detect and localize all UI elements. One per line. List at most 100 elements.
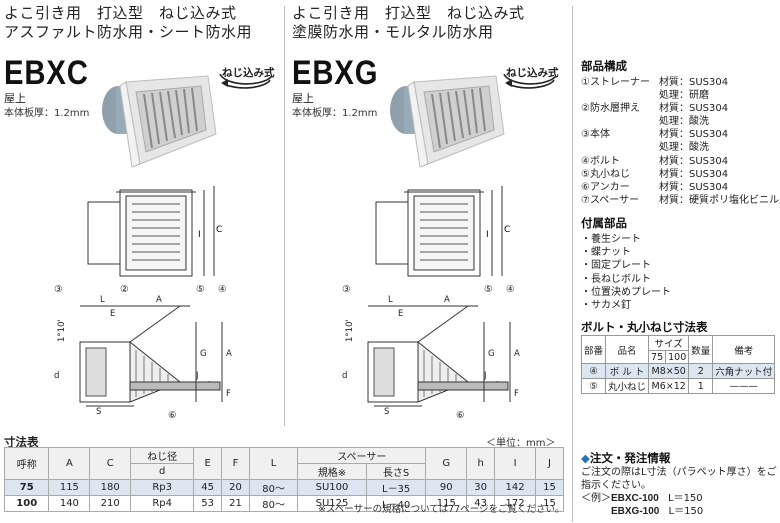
product-photo-ebxg <box>390 75 505 168</box>
dim-head-l: L <box>248 447 299 480</box>
part-name: ①ストレーナー <box>581 77 650 88</box>
list-item: 処理：研磨 <box>581 89 779 102</box>
front-view-drawing-ebxg: I C <box>375 186 510 277</box>
dim-head-d: d <box>130 463 195 480</box>
right-header-line1: よこ引き用 打込型 ねじ込み式 <box>292 4 525 22</box>
list-item: ・位置決めプレート <box>581 286 671 298</box>
bolt-cell-size: M6×12 <box>648 378 690 394</box>
section-drawing-ebxc: ③ ② ⑤ ④ ⑥ L A E G A J h F d 1°10' S <box>54 284 232 421</box>
order-example-model: EBXC-100 <box>611 493 659 504</box>
dim-cell: 115 <box>425 495 468 512</box>
dim-head-i: I <box>494 447 536 480</box>
dim-head-thread: ねじ径 <box>130 447 195 464</box>
column-divider-1 <box>284 6 285 426</box>
list-item: ・長ねじボルト <box>581 273 651 285</box>
dim-label-c: C <box>216 225 222 235</box>
list-item: ②防水層押え 材質：SUS304 <box>581 102 779 115</box>
dim-s: S <box>96 407 101 417</box>
table-row: ④ ボ ル ト M8×50 2 六角ナット付 <box>580 363 776 379</box>
list-item: ・養生シート <box>581 234 641 245</box>
bolt-cell-size: M8×50 <box>648 363 690 379</box>
dim-g: G <box>200 349 207 359</box>
part-name: ⑦スペーサー <box>581 194 640 206</box>
dim-cell: 20 <box>221 479 250 496</box>
list-item: ④ボルト材質：SUS304 <box>581 155 779 168</box>
dim-cell: 30 <box>466 479 496 496</box>
dim-l: L <box>388 295 393 305</box>
list-item: ⑤丸小ねじ材質：SUS304 <box>581 168 779 181</box>
bolt-cell-note: ——— <box>712 378 776 394</box>
screw-type-tag-left: ねじ込み式 <box>216 62 276 92</box>
list-item: ⑦スペーサー 材質：硬質ポリ塩化ビニル <box>581 194 779 207</box>
location-ebxc: 屋上 <box>4 92 26 105</box>
screw-type-label-right: ねじ込み式 <box>506 67 559 79</box>
part-spec: 材質：SUS304 <box>659 103 729 115</box>
dim-head-len-s: 長さS <box>365 463 427 480</box>
bolt-head-qty: 数量 <box>688 335 714 364</box>
dim-cell: 172 <box>494 495 536 512</box>
part-name: ③本体 <box>581 129 610 141</box>
part-spec: 処理：酸洗 <box>659 116 709 128</box>
bolt-cell-qty: 1 <box>688 378 714 394</box>
dim-d: d <box>54 371 59 381</box>
part-spec: 処理：酸洗 <box>659 142 709 154</box>
dim-cell: 210 <box>89 495 132 512</box>
part-spec: 材質：SUS304 <box>659 155 729 167</box>
dim-cell: Rp3 <box>130 479 195 496</box>
callout-4: ④ <box>218 284 227 295</box>
bolt-cell-name: ボ ル ト <box>605 363 650 379</box>
order-example-2: EBXG-100 L＝150 <box>581 505 777 518</box>
dim-head-spacer: スペーサー <box>297 447 427 464</box>
part-spec: 材質：SUS304 <box>659 129 729 141</box>
bolt-head-100: 100 <box>665 350 690 364</box>
list-item: ・蝶ナット <box>581 247 631 259</box>
dim-cell: L－35 <box>365 479 427 496</box>
dim-a: A <box>156 295 162 305</box>
dim-cell: 43 <box>466 495 496 512</box>
order-example-1: ＜例＞EBXC-100 L＝150 <box>581 492 777 505</box>
dim-a-vertical: A <box>226 349 232 359</box>
part-name: ②防水層押え <box>581 103 640 115</box>
bolt-cell-name: 丸小ねじ <box>605 378 650 394</box>
table-row: 75 115 180 Rp3 45 20 80〜 SU100 L－35 90 3… <box>3 479 565 496</box>
dim-e: E <box>398 309 403 319</box>
location-ebxg: 屋上 <box>292 92 314 105</box>
callout-6: ⑥ <box>168 410 177 421</box>
bolt-table-title-wrap: ボルト・丸小ねじ寸法表 <box>581 319 708 337</box>
dim-a-vertical: A <box>514 349 520 359</box>
order-title: ◆注文・発注情報 <box>581 450 777 466</box>
dim-label-i: I <box>486 230 489 240</box>
dim-label-c: C <box>504 225 510 235</box>
dim-cell: SU125 <box>297 495 367 512</box>
order-example-label: ＜例＞ <box>581 493 611 504</box>
order-text: ご注文の際はL寸法（パラペット厚さ）をご指示ください。 <box>581 467 777 491</box>
dim-cell: Rp4 <box>130 495 195 512</box>
dim-f: F <box>514 389 519 399</box>
callout-3: ③ <box>342 284 351 295</box>
bolt-cell-qty: 2 <box>688 363 714 379</box>
bolt-head-note: 備考 <box>712 335 776 364</box>
dim-cell: 53 <box>193 495 223 512</box>
dim-g: G <box>488 349 495 359</box>
list-item: ・サカメ釘 <box>581 300 631 312</box>
part-spec: 材質：硬質ポリ塩化ビニル <box>659 194 779 206</box>
model-name-ebxg: EBXG <box>292 54 379 92</box>
model-name-ebxc: EBXC <box>4 54 89 92</box>
dim-head-j: J <box>534 447 565 480</box>
dim-cell: 21 <box>221 495 250 512</box>
dim-head-g: G <box>425 447 468 480</box>
callout-2: ② <box>120 284 129 295</box>
dim-cell: 115 <box>48 479 91 496</box>
dim-l: L <box>100 295 105 305</box>
product-photo-ebxc <box>102 75 217 168</box>
left-header-line1: よこ引き用 打込型 ねじ込み式 <box>4 4 237 22</box>
rotation-arrow-icon <box>503 73 557 89</box>
part-spec: 材質：SUS304 <box>659 77 729 88</box>
dim-head-h: h <box>466 447 496 480</box>
rotation-arrow-icon <box>219 73 273 89</box>
column-divider-2 <box>572 6 573 522</box>
dim-f: F <box>226 389 231 399</box>
screw-type-tag-right: ねじ込み式 <box>500 62 560 92</box>
list-item: ③本体 材質：SUS304 <box>581 128 779 141</box>
dim-cell: 15 <box>534 479 565 496</box>
